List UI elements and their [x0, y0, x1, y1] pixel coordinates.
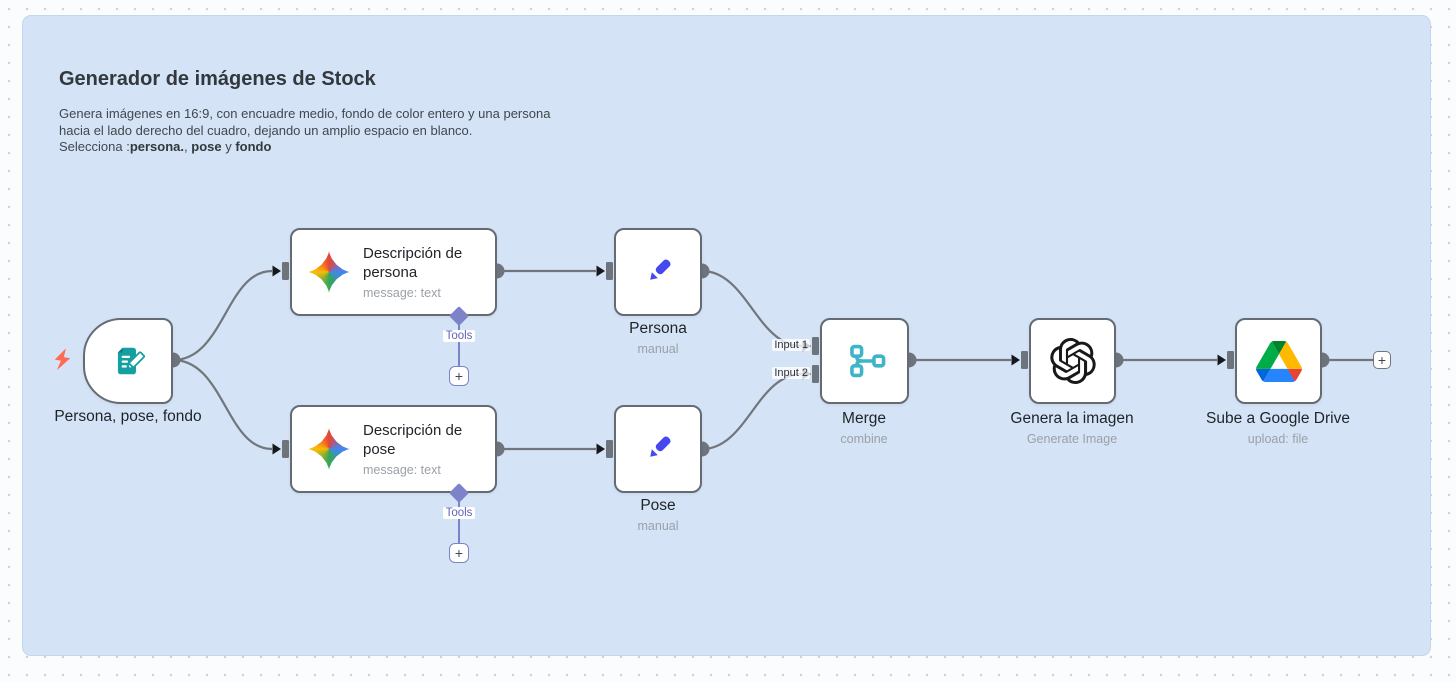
sticky-select-prefix: Selecciona :	[59, 139, 130, 154]
node-subtitle: manual	[637, 519, 679, 533]
wire-trigger-to-desc-pose[interactable]	[172, 358, 273, 451]
node-subtitle: combine	[840, 432, 888, 446]
add-tool-button[interactable]: +	[449, 366, 469, 386]
arrow-icon	[596, 443, 605, 455]
node-label: Merge	[842, 410, 886, 427]
input-port-generate[interactable]	[1021, 351, 1028, 369]
node-label: Persona, pose, fondo	[54, 408, 202, 425]
tools-label: Tools	[442, 330, 476, 342]
node-label: Persona	[629, 320, 687, 337]
node-caption-trigger: Persona, pose, fondo	[8, 408, 248, 426]
input-port-drive[interactable]	[1227, 351, 1234, 369]
sticky-note[interactable]: Generador de imágenes de Stock Genera im…	[22, 15, 1431, 656]
lightning-icon	[54, 348, 71, 371]
input-port-merge-1[interactable]	[812, 337, 819, 355]
node-generate-image[interactable]	[1029, 318, 1116, 404]
arrow-icon	[272, 265, 281, 277]
input-port-desc-persona[interactable]	[282, 262, 289, 280]
node-subtitle: manual	[637, 342, 679, 356]
tools-label: Tools	[442, 507, 476, 519]
plus-icon: +	[454, 368, 464, 384]
sticky-description: Genera imágenes en 16:9, con encuadre me…	[59, 106, 550, 156]
sticky-select-persona: persona.	[129, 139, 185, 154]
node-title: Descripción de persona	[363, 245, 463, 281]
sticky-title: Generador de imágenes de Stock	[59, 68, 376, 90]
node-title: Descripción de pose	[363, 422, 463, 458]
input-port-merge-2[interactable]	[812, 365, 819, 383]
node-caption-pose: Pose manual	[538, 497, 778, 533]
tools-label-wrap: Tools	[419, 503, 499, 521]
node-text-block: Descripción de pose message: text	[363, 421, 462, 477]
node-subtitle: upload: file	[1247, 432, 1309, 446]
node-subtitle: message: text	[363, 286, 441, 300]
merge-input2-label: Input 2	[740, 367, 810, 379]
wire-trigger-to-desc-persona[interactable]	[172, 269, 273, 362]
node-subtitle: message: text	[363, 463, 441, 477]
merge-input1-text: Input 1	[772, 339, 810, 351]
node-desc-persona[interactable]: Descripción de persona message: text	[290, 228, 497, 316]
tools-connector-line	[458, 324, 460, 366]
arrow-icon	[596, 265, 605, 277]
pencil-icon	[650, 259, 671, 280]
node-label: Genera la imagen	[1010, 410, 1134, 427]
merge-branches-icon	[849, 344, 885, 378]
arrow-icon	[1217, 354, 1226, 366]
sticky-select-pose: pose	[191, 139, 222, 154]
plus-icon: +	[1377, 352, 1387, 368]
node-label: Sube a Google Drive	[1206, 410, 1350, 427]
node-pose[interactable]	[614, 405, 702, 493]
input-port-pose[interactable]	[606, 440, 613, 458]
node-merge[interactable]	[820, 318, 909, 404]
form-trigger-icon	[117, 347, 145, 375]
merge-input2-text: Input 2	[772, 367, 810, 379]
tools-label-wrap: Tools	[419, 326, 499, 344]
node-caption-google-drive: Sube a Google Drive upload: file	[1158, 410, 1398, 446]
arrow-icon	[1011, 354, 1020, 366]
node-google-drive[interactable]	[1235, 318, 1322, 404]
sticky-select-sep1: ,	[184, 139, 192, 154]
node-text-block: Descripción de persona message: text	[363, 244, 462, 300]
node-subtitle: Generate Image	[1026, 432, 1118, 446]
gemini-sparkle-icon	[308, 251, 350, 293]
input-ports[interactable]	[282, 262, 1234, 458]
merge-input1-label: Input 1	[740, 339, 810, 351]
gemini-sparkle-icon	[308, 428, 350, 470]
node-caption-generate-image: Genera la imagen Generate Image	[952, 410, 1192, 446]
arrow-icon	[272, 443, 281, 455]
openai-icon	[1049, 338, 1096, 384]
input-port-desc-pose[interactable]	[282, 440, 289, 458]
sticky-select-fondo: fondo	[235, 139, 272, 154]
node-label: Pose	[640, 497, 676, 514]
add-node-button[interactable]: +	[1373, 351, 1391, 369]
node-caption-merge: Merge combine	[744, 410, 984, 446]
pencil-icon	[650, 436, 671, 457]
google-drive-icon	[1255, 340, 1302, 382]
node-form-trigger[interactable]	[83, 318, 173, 404]
tools-connector-line	[458, 501, 460, 543]
sticky-line-2: hacia el lado derecho del cuadro, dejand…	[59, 122, 473, 138]
node-desc-pose[interactable]: Descripción de pose message: text	[290, 405, 497, 493]
sticky-select-sep2: y	[221, 139, 236, 154]
node-caption-persona: Persona manual	[538, 320, 778, 356]
input-port-persona[interactable]	[606, 262, 613, 280]
sticky-line-1: Genera imágenes en 16:9, con encuadre me…	[59, 106, 551, 121]
plus-icon: +	[454, 545, 464, 561]
node-persona[interactable]	[614, 228, 702, 316]
add-tool-button[interactable]: +	[449, 543, 469, 563]
